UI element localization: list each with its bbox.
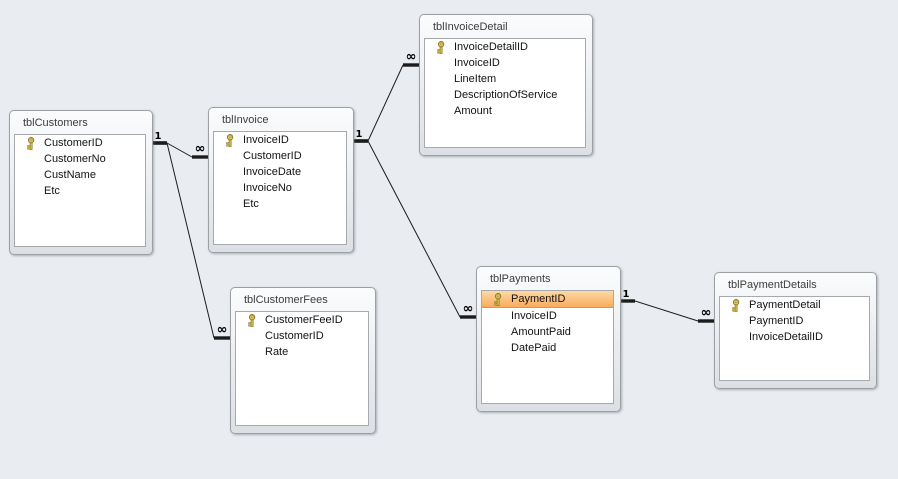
join-bar — [214, 336, 230, 340]
field-row-Etc[interactable]: Etc — [15, 183, 145, 199]
join-bar — [192, 155, 208, 159]
relationship-line[interactable] — [367, 64, 404, 142]
cardinality-label: ∞ — [195, 142, 206, 157]
join-bar — [698, 319, 714, 323]
field-row-PaymentID[interactable]: PaymentID — [482, 291, 613, 308]
relationship-customers-invoice[interactable]: 1∞ — [151, 131, 208, 159]
cardinality-label: ∞ — [463, 302, 474, 317]
join-bar — [619, 299, 635, 303]
field-name: CustomerID — [243, 150, 302, 162]
field-list: CustomerFeeID CustomerID Rate — [235, 311, 369, 426]
field-row-DatePaid[interactable]: DatePaid — [482, 340, 613, 356]
table-title-tblInvoice: tblInvoice — [222, 114, 269, 126]
primary-key-icon — [436, 40, 454, 54]
field-name: Etc — [44, 185, 60, 197]
field-row-LineItem[interactable]: LineItem — [425, 71, 585, 87]
cardinality-label: ∞ — [217, 323, 228, 338]
relationship-customers-customerfees[interactable]: ∞ — [151, 141, 230, 340]
field-name: InvoiceNo — [243, 182, 292, 194]
relationship-line[interactable] — [166, 142, 193, 158]
field-row-InvoiceDetailID[interactable]: InvoiceDetailID — [425, 39, 585, 55]
field-name: CustomerFeeID — [265, 314, 343, 326]
field-row-CustomerFeeID[interactable]: CustomerFeeID — [236, 312, 368, 328]
table-title-tblInvoiceDetail: tblInvoiceDetail — [433, 21, 508, 33]
field-row-InvoiceID[interactable]: InvoiceID — [482, 308, 613, 324]
field-row-CustomerID[interactable]: CustomerID — [15, 135, 145, 151]
primary-key-icon — [493, 292, 511, 306]
field-name: InvoiceDate — [243, 166, 302, 178]
field-row-Amount[interactable]: Amount — [425, 103, 585, 119]
field-name: PaymentDetail — [749, 299, 821, 311]
table-title-tblCustomerFees: tblCustomerFees — [244, 294, 328, 306]
field-row-InvoiceID[interactable]: InvoiceID — [425, 55, 585, 71]
field-row-Etc[interactable]: Etc — [214, 196, 346, 212]
field-name: CustomerID — [44, 137, 103, 149]
field-row-InvoiceID[interactable]: InvoiceID — [214, 132, 346, 148]
field-name: InvoiceID — [243, 134, 289, 146]
relationship-payments-paymentdetails[interactable]: 1∞ — [619, 289, 714, 323]
relationship-invoice-payments[interactable]: ∞ — [352, 139, 476, 319]
field-name: DescriptionOfService — [454, 89, 558, 101]
field-name: InvoiceDetailID — [749, 331, 823, 343]
field-name: InvoiceID — [454, 57, 500, 69]
relationship-line[interactable] — [367, 140, 461, 318]
cardinality-label: 1 — [623, 289, 630, 300]
primary-key-icon — [225, 133, 243, 147]
cardinality-label: ∞ — [701, 306, 712, 321]
field-name: Amount — [454, 105, 492, 117]
field-name: CustName — [44, 169, 96, 181]
cardinality-label: ∞ — [406, 50, 417, 65]
relationship-line[interactable] — [634, 300, 699, 322]
field-name: InvoiceDetailID — [454, 41, 528, 53]
field-row-InvoiceDate[interactable]: InvoiceDate — [214, 164, 346, 180]
table-title-tblPaymentDetails: tblPaymentDetails — [728, 279, 817, 291]
field-row-PaymentDetail[interactable]: PaymentDetail — [720, 297, 869, 313]
field-row-CustomerID[interactable]: CustomerID — [236, 328, 368, 344]
table-title-tblCustomers: tblCustomers — [23, 117, 88, 129]
field-row-AmountPaid[interactable]: AmountPaid — [482, 324, 613, 340]
field-name: CustomerID — [265, 330, 324, 342]
field-row-DescriptionOfService[interactable]: DescriptionOfService — [425, 87, 585, 103]
field-name: DatePaid — [511, 342, 557, 354]
field-name: PaymentID — [749, 315, 804, 327]
field-row-InvoiceNo[interactable]: InvoiceNo — [214, 180, 346, 196]
field-name: AmountPaid — [511, 326, 571, 338]
field-name: Etc — [243, 198, 259, 210]
relationship-invoice-invoicedetail[interactable]: 1∞ — [352, 50, 419, 143]
cardinality-label: 1 — [356, 129, 363, 140]
field-name: PaymentID — [511, 293, 566, 305]
primary-key-icon — [247, 313, 265, 327]
join-bar — [403, 63, 419, 67]
field-row-CustName[interactable]: CustName — [15, 167, 145, 183]
field-row-CustomerID[interactable]: CustomerID — [214, 148, 346, 164]
table-title-tblPayments: tblPayments — [490, 273, 551, 285]
field-row-PaymentID[interactable]: PaymentID — [720, 313, 869, 329]
field-row-CustomerNo[interactable]: CustomerNo — [15, 151, 145, 167]
cardinality-label: 1 — [155, 131, 162, 142]
field-name: CustomerNo — [44, 153, 106, 165]
join-bar — [460, 315, 476, 319]
join-bar — [352, 139, 368, 143]
field-name: Rate — [265, 346, 289, 358]
field-name: LineItem — [454, 73, 497, 85]
primary-key-icon — [731, 298, 749, 312]
primary-key-icon — [26, 136, 44, 150]
field-row-Rate[interactable]: Rate — [236, 344, 368, 360]
field-name: InvoiceID — [511, 310, 557, 322]
relationship-line[interactable] — [166, 142, 215, 339]
field-row-InvoiceDetailID[interactable]: InvoiceDetailID — [720, 329, 869, 345]
join-bar — [151, 141, 167, 145]
